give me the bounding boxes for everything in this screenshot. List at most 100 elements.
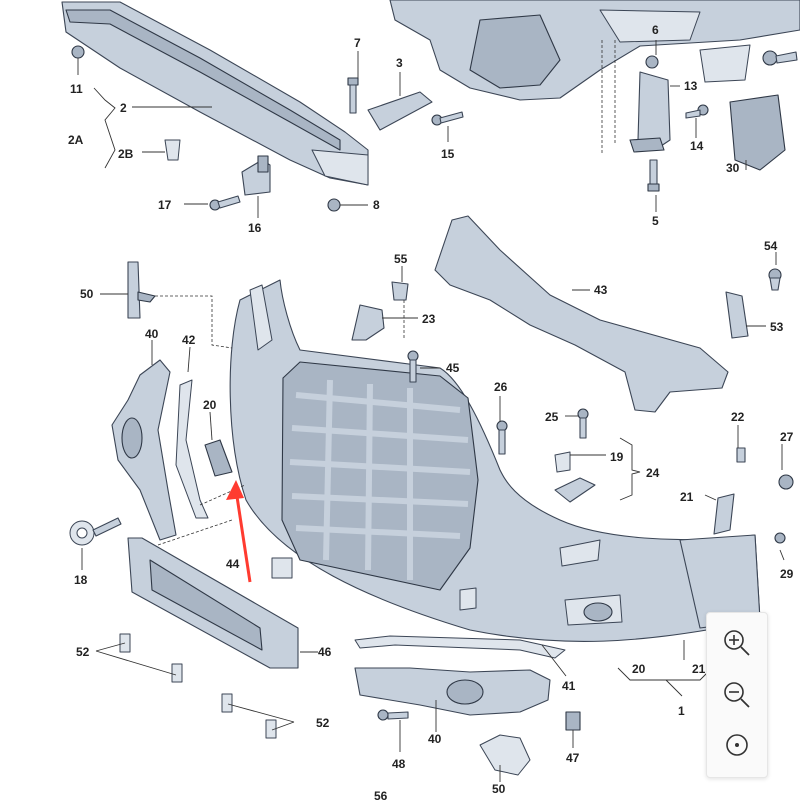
callout-label: 19 [610, 450, 624, 464]
callout-label: 1 [678, 704, 685, 718]
callout-label: 21 [692, 662, 706, 676]
bolt-15 [431, 111, 464, 126]
clip-47 [565, 711, 581, 731]
zoom-in-button[interactable] [717, 623, 757, 663]
plug-2B [164, 139, 181, 161]
callout-label: 25 [545, 410, 559, 424]
bolt-7 [347, 77, 359, 114]
callout-label: 47 [566, 751, 580, 765]
callout-label: 15 [441, 147, 455, 161]
callout-label: 7 [354, 36, 361, 50]
callout-label: 18 [74, 573, 88, 587]
callout-label: 2A [68, 133, 84, 147]
callout-label: 27 [780, 430, 794, 444]
clip-52-a [119, 633, 183, 683]
zoom-out-button[interactable] [717, 675, 757, 715]
license-plate-46 [127, 537, 299, 669]
callout-label: 52 [316, 716, 330, 730]
callout-label: 5 [652, 214, 659, 228]
callout-label: 21 [680, 490, 694, 504]
callout-label: 2B [118, 147, 134, 161]
sensor-3 [367, 91, 433, 131]
callout-label: 50 [80, 287, 94, 301]
callout-label: 41 [562, 679, 576, 693]
callout-label: 6 [652, 23, 659, 37]
callout-label: 24 [646, 466, 660, 480]
callout-label: 29 [780, 567, 794, 581]
bolt-54 [768, 268, 782, 291]
bracket-21 [713, 493, 735, 535]
bracket-23 [351, 304, 385, 341]
bracket-16 [241, 155, 271, 196]
callout-label: 48 [392, 757, 406, 771]
bolt-5 [647, 159, 660, 192]
callout-label: 20 [632, 662, 646, 676]
callout-label: 54 [764, 239, 778, 253]
bracket-50-top [127, 261, 156, 319]
callout-label: 52 [76, 645, 90, 659]
reset-view-button[interactable] [717, 725, 757, 765]
cover-20 [204, 439, 233, 477]
nut-6 [645, 55, 659, 69]
callout-label: 55 [394, 252, 408, 266]
bolt-26 [496, 420, 508, 455]
bolt-29 [774, 532, 786, 544]
callout-label: 56 [374, 789, 388, 800]
callout-label: 53 [770, 320, 784, 334]
bolt-48 [377, 709, 409, 721]
bolt-17 [209, 195, 241, 211]
nut-27 [778, 474, 794, 490]
fog-grille-40 [354, 667, 551, 716]
callout-label: 20 [203, 398, 217, 412]
callout-label: 2 [120, 101, 127, 115]
callout-label: 45 [446, 361, 460, 375]
highlight-arrow [226, 480, 252, 583]
reinforcement-beam [61, 1, 369, 186]
trim-40-left [111, 359, 177, 541]
bracket-53 [725, 291, 749, 339]
callout-label: 11 [70, 82, 83, 96]
callout-label: 43 [594, 283, 608, 297]
callout-label: 44 [226, 557, 240, 571]
grille-slats [289, 379, 471, 580]
bracket-30 [729, 94, 786, 171]
bolt-top-right [762, 50, 798, 66]
trim-42 [175, 379, 209, 519]
callout-label: 14 [690, 139, 704, 153]
target-icon [726, 734, 748, 756]
callout-label: 42 [182, 333, 196, 347]
clip-19 [554, 451, 596, 503]
bracket-55 [391, 281, 409, 301]
callout-label: 22 [731, 410, 745, 424]
bolt-25 [577, 408, 589, 439]
callout-label: 46 [318, 645, 332, 659]
callout-label: 26 [494, 380, 508, 394]
callout-label: 3 [396, 56, 403, 70]
bolt-45 [407, 350, 419, 383]
leader-lines [77, 40, 785, 782]
clip-44 [271, 557, 293, 579]
clip-52-b [221, 693, 277, 739]
front-carrier [389, 0, 800, 101]
callout-label: 8 [373, 198, 380, 212]
callout-label: 50 [492, 782, 506, 796]
callout-label: 40 [145, 327, 159, 341]
callout-label: 16 [248, 221, 262, 235]
cap-50 [479, 734, 531, 776]
callout-label: 13 [684, 79, 698, 93]
callout-label: 40 [428, 732, 442, 746]
tow-eye-18 [69, 517, 122, 546]
callout-label: 17 [158, 198, 172, 212]
bumper-cover [229, 279, 761, 643]
bracket-13 [629, 71, 671, 153]
zoom-in-icon [724, 630, 750, 656]
nut-8 [327, 198, 341, 212]
nut-11 [71, 45, 85, 59]
trim-strip-41 [354, 635, 566, 659]
bumper-bracket-43 [434, 215, 729, 413]
zoom-controls [706, 612, 768, 778]
clip-22 [736, 447, 746, 463]
callout-labels: 1 2 2A 2B 3 5 6 7 8 11 13 14 15 16 17 18… [68, 23, 794, 800]
